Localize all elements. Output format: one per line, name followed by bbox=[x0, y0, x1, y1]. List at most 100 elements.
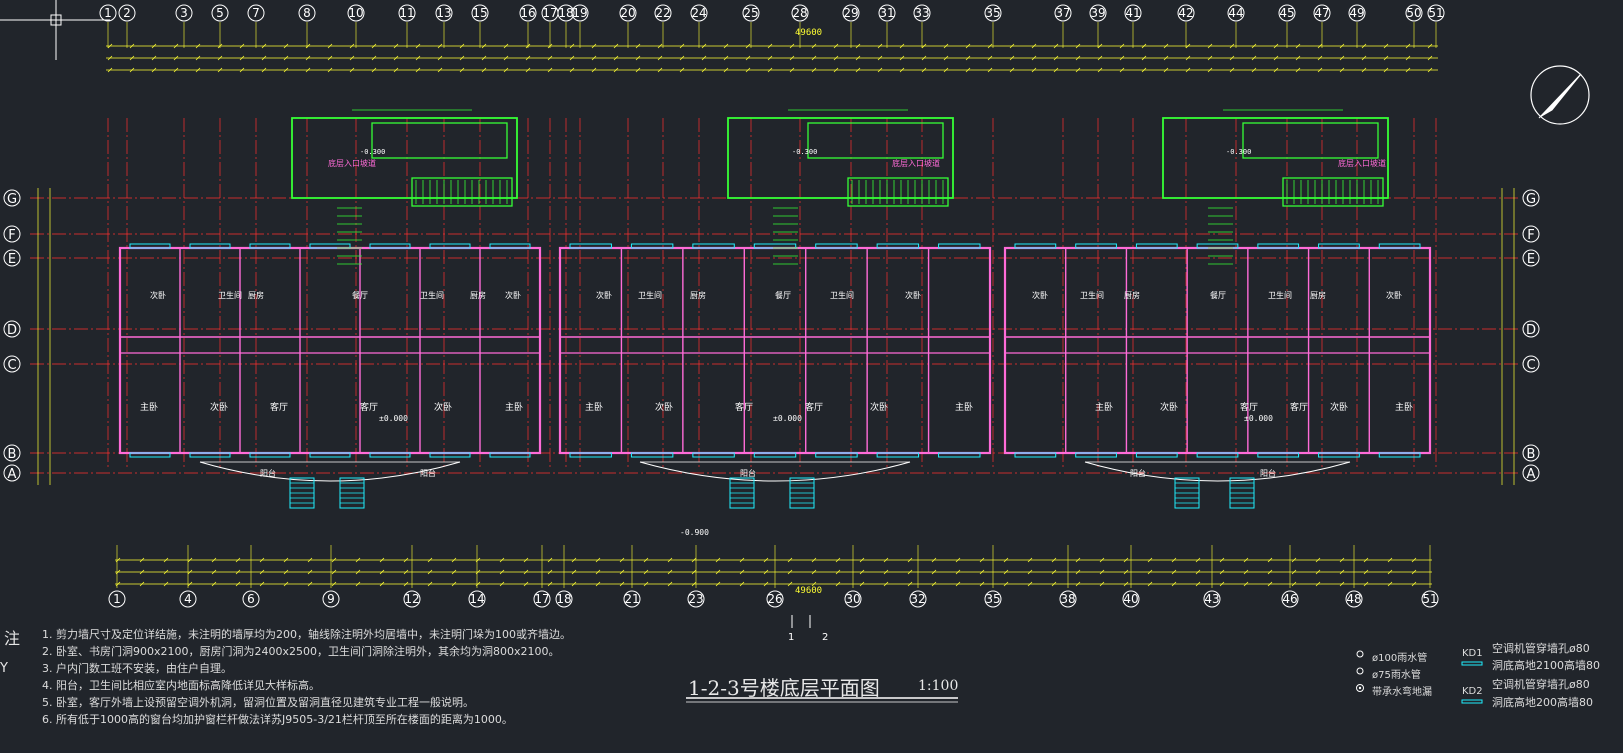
dimension-tick bbox=[371, 55, 377, 61]
dimension-tick bbox=[415, 67, 421, 73]
axis-bubble-side bbox=[1522, 189, 1540, 207]
dimension-tick bbox=[1243, 581, 1249, 587]
dimension-tick bbox=[715, 569, 721, 575]
axis-bubble-top bbox=[211, 4, 229, 22]
dimension-tick bbox=[451, 581, 457, 587]
dimension-tick bbox=[1273, 55, 1279, 61]
dimension-tick bbox=[1099, 557, 1105, 563]
dimension-tick bbox=[619, 557, 625, 563]
dimension-tick bbox=[173, 67, 179, 73]
dimension-tick bbox=[211, 569, 217, 575]
dimension-tick bbox=[1031, 55, 1037, 61]
axis-label-bottom: 35 bbox=[985, 592, 1000, 606]
dimension-tick bbox=[1185, 67, 1191, 73]
dimension-tick bbox=[107, 43, 113, 49]
dimension-tick bbox=[195, 55, 201, 61]
axis-label-top: 1 bbox=[104, 6, 112, 20]
dimension-tick bbox=[107, 67, 113, 73]
dimension-tick bbox=[855, 67, 861, 73]
axis-bubble-top bbox=[878, 4, 896, 22]
dimension-tick bbox=[701, 67, 707, 73]
dimension-tick bbox=[763, 569, 769, 575]
dimension-tick bbox=[1229, 43, 1235, 49]
dimension-tick bbox=[1387, 569, 1393, 575]
axis-label-bottom: 40 bbox=[1123, 592, 1138, 606]
axis-bubble-bottom bbox=[623, 590, 641, 608]
note-2: 2. 卧室、书房门洞900x2100，厨房门洞为2400x2500，卫生间门洞除… bbox=[42, 645, 560, 658]
dimension-tick bbox=[1141, 67, 1147, 73]
dimension-tick bbox=[217, 67, 223, 73]
dimension-tick bbox=[1119, 55, 1125, 61]
dimension-tick bbox=[1097, 43, 1103, 49]
dimension-tick bbox=[691, 569, 697, 575]
dimension-tick bbox=[525, 67, 531, 73]
dimension-tick bbox=[235, 581, 241, 587]
dimension-tick bbox=[371, 43, 377, 49]
axis-bubble-top bbox=[519, 4, 537, 22]
legend-floor-drain: 带承水弯地漏 bbox=[1372, 687, 1432, 698]
elevation-stair-2: -0.300 bbox=[792, 148, 818, 156]
dimension-tick bbox=[393, 55, 399, 61]
building-outline bbox=[118, 246, 542, 455]
room-label: 主卧 bbox=[585, 401, 603, 413]
axis-label-top: 20 bbox=[620, 6, 635, 20]
dimension-tick bbox=[187, 581, 193, 587]
dimension-tick bbox=[1031, 67, 1037, 73]
window-bottom bbox=[129, 452, 171, 458]
dimension-tick bbox=[1185, 43, 1191, 49]
dimension-tick bbox=[437, 43, 443, 49]
axis-label-side: G bbox=[7, 192, 17, 207]
dimension-tick bbox=[139, 581, 145, 587]
dimension-tick bbox=[811, 569, 817, 575]
dimension-tick bbox=[1075, 55, 1081, 61]
axis-label-bottom: 26 bbox=[767, 592, 782, 606]
stair-core bbox=[727, 117, 954, 199]
dimension-tick bbox=[187, 569, 193, 575]
dimension-tick bbox=[955, 569, 961, 575]
dimension-tick bbox=[811, 557, 817, 563]
window-top bbox=[429, 243, 471, 249]
axis-label-top: 28 bbox=[792, 6, 807, 20]
dimension-tick bbox=[883, 581, 889, 587]
room-label: 次卧 bbox=[905, 290, 921, 300]
dimension-tick bbox=[403, 557, 409, 563]
window-top bbox=[1014, 243, 1057, 249]
room-label-layer: 次卧卫生间厨房餐厅卫生间厨房次卧次卧卫生间厨房餐厅卫生间次卧次卧卫生间厨房餐厅卫… bbox=[140, 290, 1413, 478]
axis-bubble-side bbox=[1522, 444, 1540, 462]
axis-label-side: F bbox=[1527, 228, 1534, 243]
window-bottom bbox=[692, 452, 735, 458]
elevation-ground-3: ±0.000 bbox=[1244, 414, 1273, 423]
dimension-tick bbox=[1383, 43, 1389, 49]
dimension-tick bbox=[835, 569, 841, 575]
dimension-tick bbox=[883, 557, 889, 563]
dimension-tick bbox=[763, 581, 769, 587]
axis-label-side: D bbox=[1526, 323, 1536, 338]
svg-text:1: 1 bbox=[788, 632, 794, 643]
room-label: 厨房 bbox=[690, 290, 706, 300]
axis-label-top: 33 bbox=[914, 6, 929, 20]
dimension-tick bbox=[547, 67, 553, 73]
dimension-tick bbox=[943, 43, 949, 49]
dimension-tick bbox=[987, 43, 993, 49]
window-top bbox=[369, 243, 411, 249]
wall-layer bbox=[118, 243, 1432, 482]
dimension-tick bbox=[1291, 557, 1297, 563]
dimension-tick bbox=[591, 43, 597, 49]
dimension-tick bbox=[163, 557, 169, 563]
axis-label-bottom: 38 bbox=[1060, 592, 1075, 606]
axis-label-top: 11 bbox=[399, 6, 414, 20]
dimension-tick bbox=[503, 55, 509, 61]
entry-ramp-label-2: 底层入口坡道 bbox=[892, 159, 940, 168]
dimension-tick bbox=[523, 581, 529, 587]
legend-kd2-text-2: 洞底高地200高墙80 bbox=[1492, 696, 1593, 709]
legend-kd2-tag: KD2 bbox=[1462, 686, 1483, 697]
dimension-tick bbox=[1339, 569, 1345, 575]
dimension-tick bbox=[643, 557, 649, 563]
dimension-tick bbox=[1009, 43, 1015, 49]
axis-label-bottom: 43 bbox=[1204, 592, 1219, 606]
window-top bbox=[309, 243, 351, 249]
room-label: 客厅 bbox=[1240, 401, 1258, 413]
dimension-tick bbox=[163, 569, 169, 575]
window-top bbox=[1135, 243, 1178, 249]
dimension-tick bbox=[139, 569, 145, 575]
